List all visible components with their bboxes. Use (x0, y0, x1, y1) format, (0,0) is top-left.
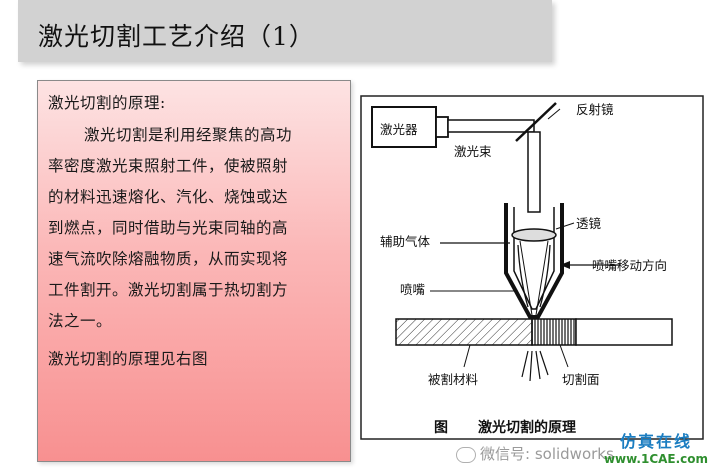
label-assist-gas: 辅助气体 (380, 234, 431, 249)
paragraph-line: 法之一。 (48, 312, 113, 330)
principle-heading: 激光切割的原理: (48, 94, 166, 112)
lens (511, 228, 557, 242)
wechat-icon (456, 446, 476, 463)
caption-prefix: 图 (434, 420, 448, 436)
nozzle-outer (504, 203, 564, 319)
material-leader (463, 344, 471, 368)
wechat-id: 微信号: solidworks (480, 445, 614, 463)
lens-leader (555, 222, 575, 230)
principle-text-box: 激光切割的原理: 激光切割是利用经聚焦的高功 率密度激光束照射工件，使被照射 的… (37, 80, 351, 462)
label-nozzle: 喷嘴 (400, 282, 426, 297)
paragraph-line: 速气流吹除熔融物质，从而实现将 (48, 250, 289, 268)
sparks (521, 350, 549, 382)
wechat-watermark: 微信号: solidworks (456, 443, 614, 464)
beam-horizontal (447, 119, 535, 133)
gas-flow-left (517, 244, 529, 308)
material-cut-zone (531, 318, 577, 346)
label-beam: 激光束 (454, 144, 492, 159)
diagram-caption: 激光切割的原理 (478, 420, 576, 436)
logo-line2: www.1CAE.com (603, 452, 709, 466)
diagram-drawing (360, 95, 704, 440)
beam-cone (519, 240, 549, 316)
beam-vertical (527, 131, 541, 213)
label-nozzle-direction: 喷嘴移动方向 (592, 258, 668, 273)
label-lens: 透镜 (576, 216, 602, 231)
diagram-reference-note: 激光切割的原理见右图 (48, 350, 209, 368)
laser-cutting-diagram: 反射镜 激光器 激光束 透镜 辅助气体 喷嘴移动方向 喷嘴 被割材料 切割面 图… (360, 95, 705, 441)
cut-face-leader (559, 344, 569, 368)
nozzle-inner (513, 207, 555, 310)
gas-flow-right (539, 244, 551, 308)
laser-box (371, 106, 437, 148)
reflector-leader (547, 108, 561, 120)
paragraph-line: 到燃点，同时借助与光束同轴的高 (48, 219, 289, 237)
label-material: 被割材料 (428, 372, 479, 387)
paragraph-line: 的材料迅速熔化、汽化、烧蚀或达 (48, 188, 289, 206)
site-logo: 仿真在线 www.1CAE.com (602, 428, 710, 466)
label-cut-face: 切割面 (562, 372, 600, 387)
material-plate-right (575, 318, 673, 346)
paragraph-line: 激光切割是利用经聚焦的高功 (84, 126, 293, 144)
label-laser: 激光器 (380, 122, 418, 137)
label-reflector: 反射镜 (576, 102, 614, 117)
logo-line1: 仿真在线 (619, 432, 692, 451)
direction-arrow-head (560, 261, 570, 269)
paragraph-line: 率密度激光束照射工件，使被照射 (48, 157, 289, 175)
title-bar: 激光切割工艺介绍（1） (18, 0, 552, 62)
slide-title: 激光切割工艺介绍（1） (38, 22, 315, 51)
reflector-mirror (515, 102, 557, 142)
material-plate-left (395, 318, 533, 346)
paragraph-line: 工件割开。激光切割属于热切割方 (48, 281, 289, 299)
laser-head (435, 116, 449, 138)
